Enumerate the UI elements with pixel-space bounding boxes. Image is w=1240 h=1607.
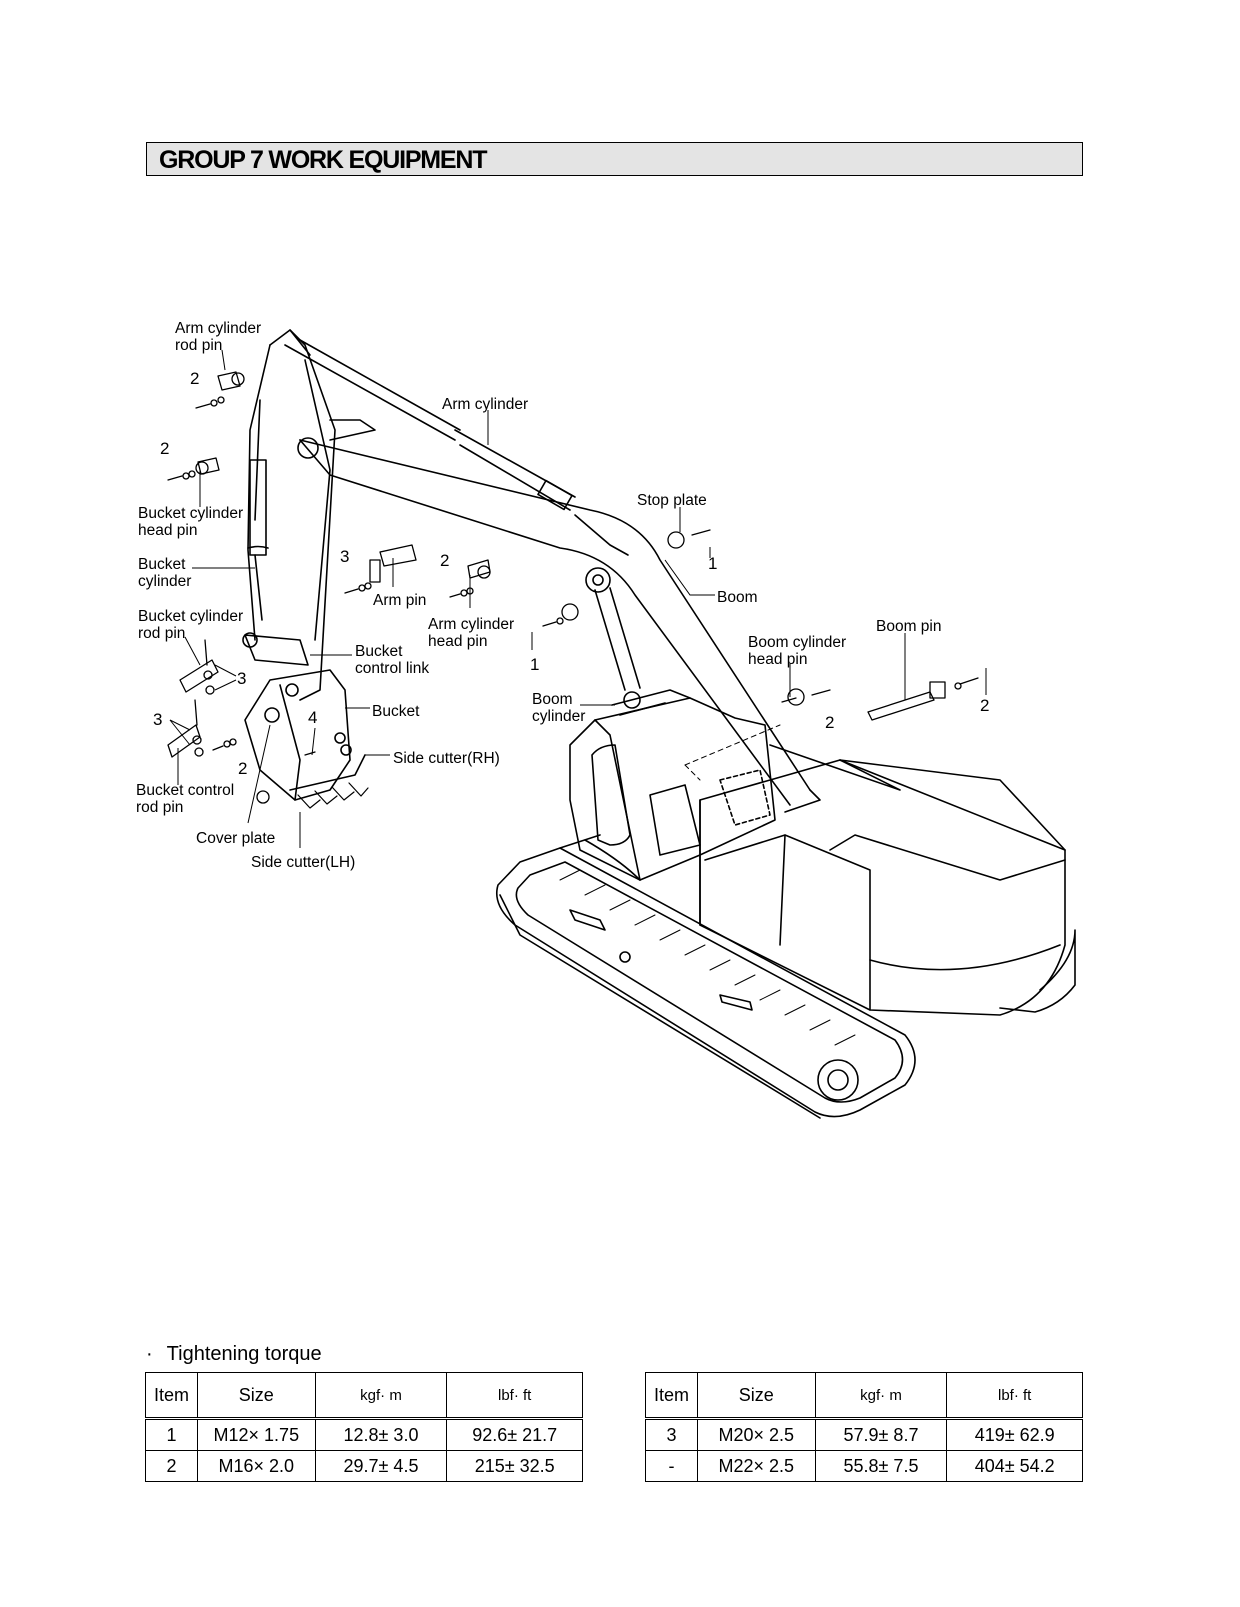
table-cell: 29.7± 4.5 [314,1450,448,1482]
column-header: Size [196,1372,316,1420]
label-arm-cylinder-rod-pin: Arm cylinder rod pin [175,320,262,354]
table-cell: 3 [645,1418,698,1451]
group-title-bar: GROUP 7 WORK EQUIPMENT [146,142,1083,176]
table-cell: 404± 54.2 [946,1450,1083,1482]
callout-number: 3 [153,710,163,729]
label-bucket-cylinder-head-pin: Bucket cylinder head pin [138,505,244,539]
label-cover-plate: Cover plate [196,830,276,847]
table-row: 1 M12× 1.75 12.8± 3.0 92.6± 21.7 [145,1418,583,1451]
table-cell: 55.8± 7.5 [814,1450,948,1482]
label-side-cutter-rh: Side cutter(RH) [393,750,500,767]
callout-number: 1 [530,655,540,674]
boom-cylinder-drawing [594,587,641,709]
column-header: lbf· ft [446,1372,583,1420]
table-cell: M20× 2.5 [696,1418,816,1451]
label-bucket-cylinder: Bucket cylinder [138,556,192,590]
arm-cylinder-drawing [284,339,576,511]
label-arm-cylinder-head-pin: Arm cylinder head pin [428,616,515,650]
callout-number: 2 [190,369,200,388]
arm [247,329,376,701]
label-bucket-cylinder-rod-pin: Bucket cylinder rod pin [138,608,244,642]
label-bucket-control-rod-pin: Bucket control rod pin [136,782,235,816]
column-header: Item [145,1372,198,1420]
table-header-row: Item Size kgf· m lbf· ft [645,1372,1083,1420]
table-row: 3 M20× 2.5 57.9± 8.7 419± 62.9 [645,1418,1083,1451]
bullet: · [146,1343,153,1365]
table-cell: 1 [145,1418,198,1451]
torque-table-right: Item Size kgf· m lbf· ft 3 M20× 2.5 57.9… [645,1372,1083,1482]
callout-number: 2 [980,696,990,715]
callout-number: 2 [160,439,170,458]
label-bucket: Bucket [372,703,420,720]
table-cell: 12.8± 3.0 [314,1418,448,1451]
track-assembly [496,834,1076,1119]
label-arm-pin: Arm pin [373,592,427,609]
table-cell: M12× 1.75 [196,1418,316,1451]
label-boom-cylinder-head-pin: Boom cylinder head pin [748,634,847,668]
table-row: - M22× 2.5 55.8± 7.5 404± 54.2 [645,1450,1083,1482]
bucket-drawing [244,669,369,809]
table-cell: 419± 62.9 [946,1418,1083,1451]
table-row: 2 M16× 2.0 29.7± 4.5 215± 32.5 [145,1450,583,1482]
table-cell: - [645,1450,698,1482]
label-boom-pin: Boom pin [876,618,942,635]
callout-number: 1 [708,554,718,573]
table-cell: M22× 2.5 [696,1450,816,1482]
callout-number: 4 [308,708,318,727]
table-cell: 92.6± 21.7 [446,1418,583,1451]
bucket-control-link-drawing [242,632,309,666]
column-header: Item [645,1372,698,1420]
column-header: kgf· m [814,1372,948,1420]
bucket-cylinder-drawing [247,459,269,621]
table-cell: 215± 32.5 [446,1450,583,1482]
upper-structure [699,744,1066,1016]
label-boom-cylinder: Boom cylinder [532,691,586,725]
column-header: kgf· m [314,1372,448,1420]
callout-number: 2 [238,759,248,778]
page-title: GROUP 7 WORK EQUIPMENT [159,146,488,174]
column-header: Size [696,1372,816,1420]
callout-number: 3 [237,669,247,688]
column-header: lbf· ft [946,1372,1083,1420]
label-arm-cylinder: Arm cylinder [442,396,529,413]
table-cell: 57.9± 8.7 [814,1418,948,1451]
callout-number: 2 [825,713,835,732]
table-cell: 2 [145,1450,198,1482]
label-bucket-control-link: Bucket control link [355,643,430,677]
boom [297,437,821,813]
callout-number: 2 [440,551,450,570]
label-boom: Boom [717,589,758,606]
pins-and-bolts [167,371,979,804]
cab [569,689,776,881]
torque-heading: · Tightening torque [146,1343,322,1366]
torque-heading-text: Tightening torque [166,1343,322,1365]
label-side-cutter-lh: Side cutter(LH) [251,854,356,871]
table-header-row: Item Size kgf· m lbf· ft [145,1372,583,1420]
table-cell: M16× 2.0 [196,1450,316,1482]
callout-number: 3 [340,547,350,566]
torque-table-left: Item Size kgf· m lbf· ft 1 M12× 1.75 12.… [145,1372,583,1482]
label-stop-plate: Stop plate [637,492,707,509]
